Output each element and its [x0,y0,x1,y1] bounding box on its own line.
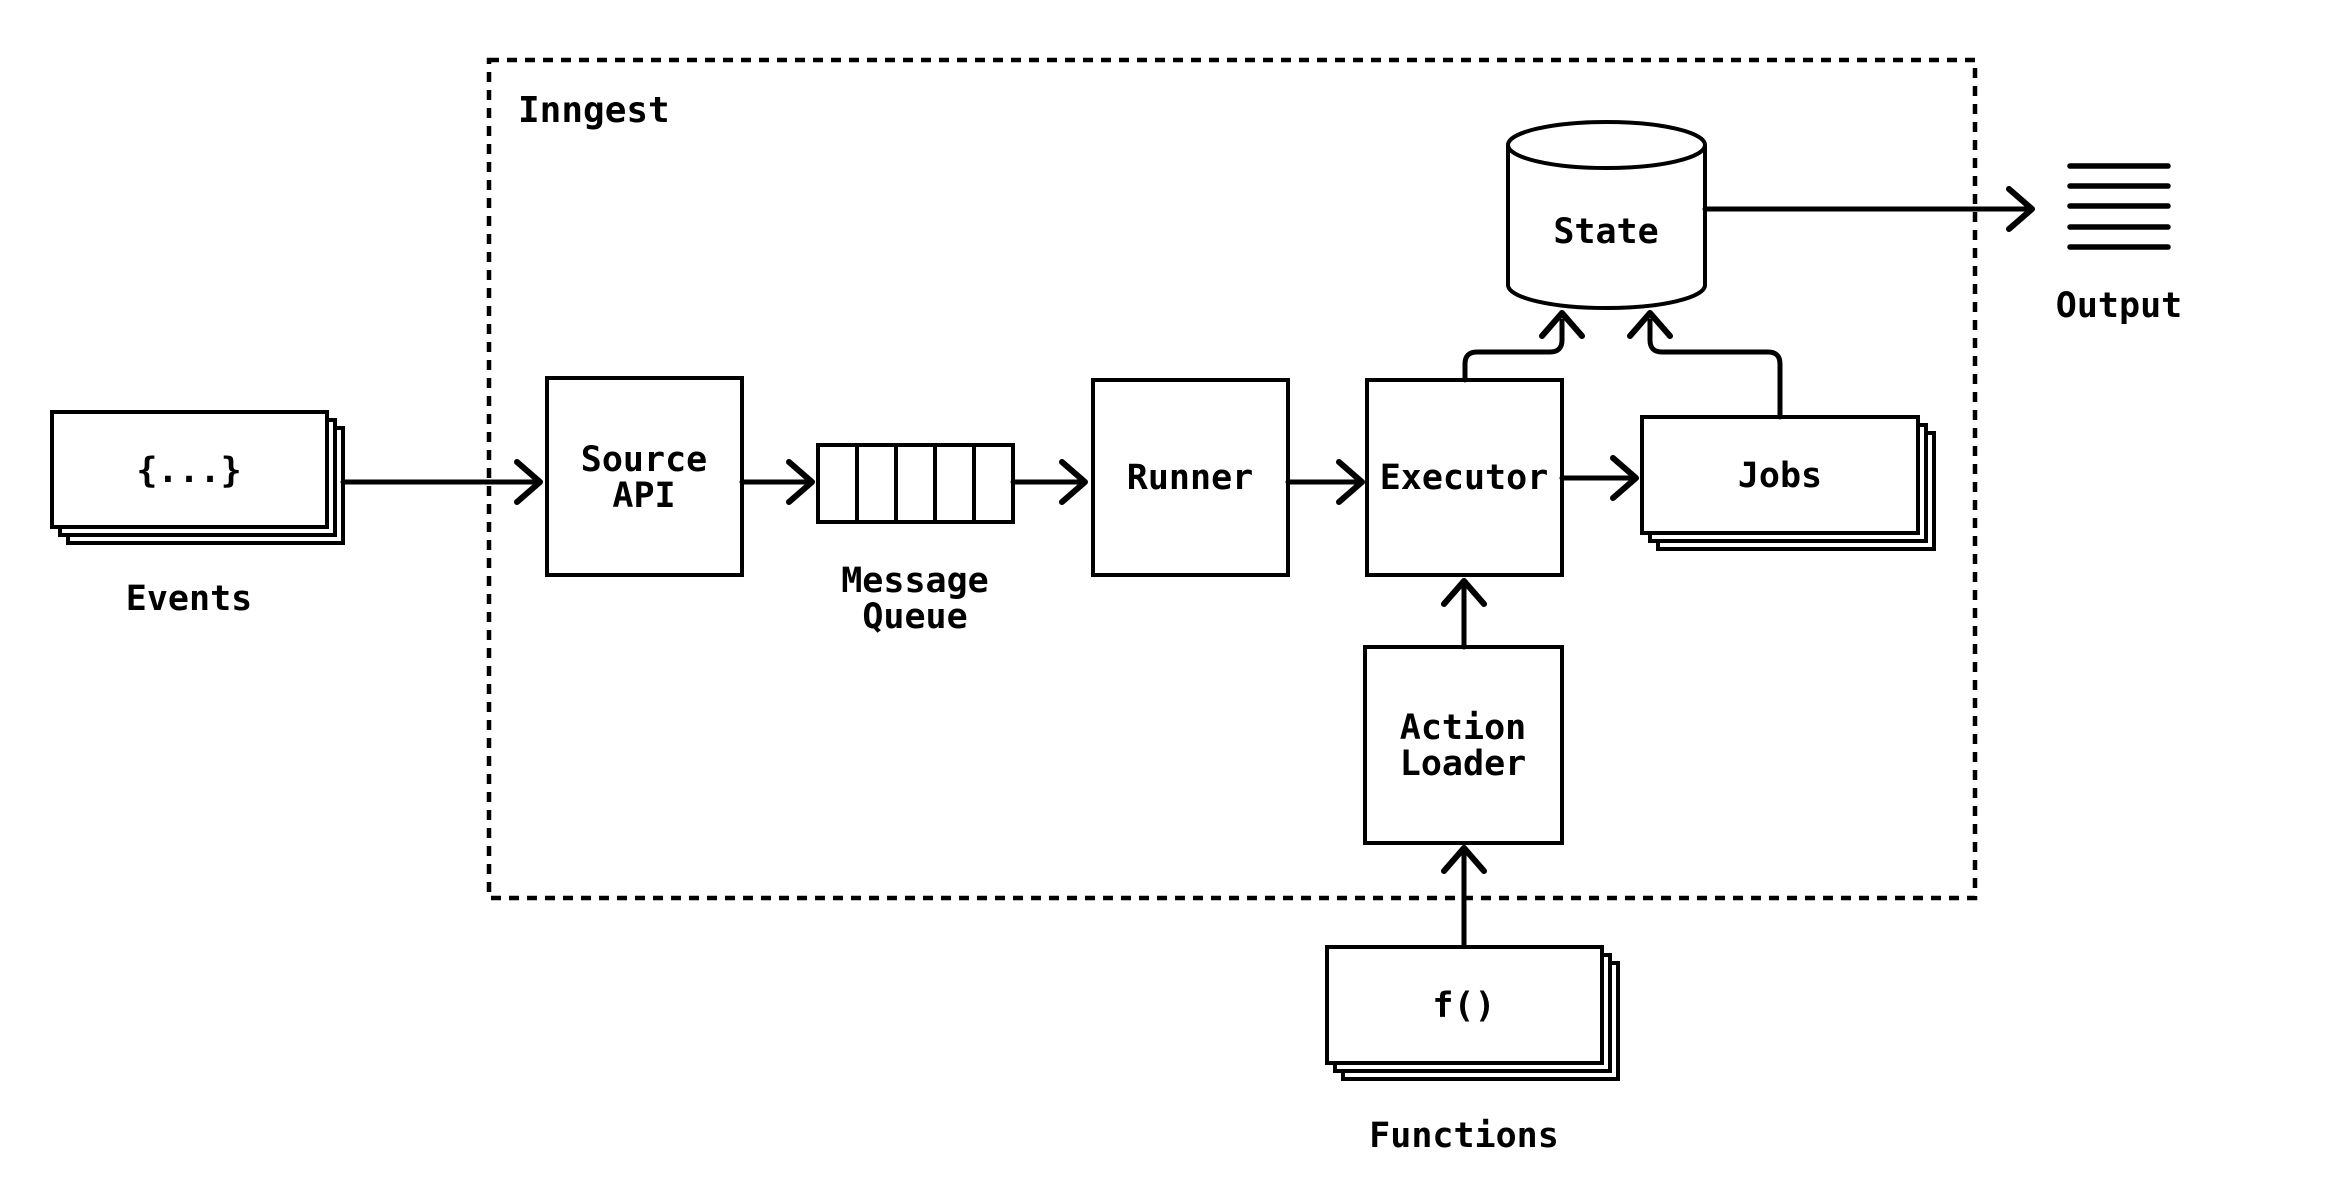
arrow-state-to-output [1702,186,2035,232]
functions-caption: Functions [1369,1116,1559,1156]
jobs-label: Jobs [1738,456,1822,496]
source-api-box: Source API [545,376,744,577]
arrow-queue-to-runner [1010,459,1088,505]
arrow-source-api-to-queue [739,459,815,505]
inngest-label: Inngest [518,90,670,131]
arrow-executor-to-state [1462,310,1585,383]
events-stack: {...} Events [50,410,345,619]
jobs-card [1640,415,1920,535]
output-caption: Output [2056,286,2182,326]
state-cylinder: State [1506,120,1707,310]
arrow-runner-to-executor [1285,459,1365,505]
functions-stack: f() Functions [1325,945,1620,1156]
inngest-dashed-border [486,57,1978,901]
events-card [50,410,329,529]
output-node: Output [2056,163,2182,326]
executor-label: Executor [1380,458,1549,498]
action-loader-box: Action Loader [1363,645,1564,845]
arrow-events-to-source-api [340,459,543,505]
state-label: State [1553,212,1658,252]
source-api-label-line1: Source [581,440,707,480]
arrow-jobs-to-state [1627,310,1783,420]
state-cylinder-top [1506,120,1707,170]
message-queue-caption-line1: Message [841,561,989,601]
runner-box: Runner [1091,378,1290,577]
output-icon [2067,163,2171,250]
action-loader-label-line1: Action [1400,708,1526,748]
functions-card [1325,945,1604,1065]
source-api-rect [545,376,744,577]
arrow-functions-to-action-loader [1441,845,1487,950]
action-loader-label-line2: Loader [1400,744,1526,784]
runner-label: Runner [1127,458,1253,498]
message-queue-caption-line2: Queue [862,597,967,637]
executor-box: Executor [1365,378,1564,577]
jobs-stack: Jobs [1640,415,1936,551]
message-queue-icon [816,443,1015,524]
arrow-executor-to-jobs [1559,455,1639,501]
events-caption: Events [126,579,252,619]
events-card-text: {...} [136,451,241,491]
message-queue: Message Queue [816,443,1015,637]
executor-rect [1365,378,1564,577]
inngest-container: Inngest [486,57,1978,901]
source-api-label-line2: API [612,476,675,516]
arrow-action-loader-to-executor [1441,578,1487,650]
functions-card-text: f() [1432,986,1495,1026]
state-cylinder-body [1506,145,1707,310]
runner-rect [1091,378,1290,577]
